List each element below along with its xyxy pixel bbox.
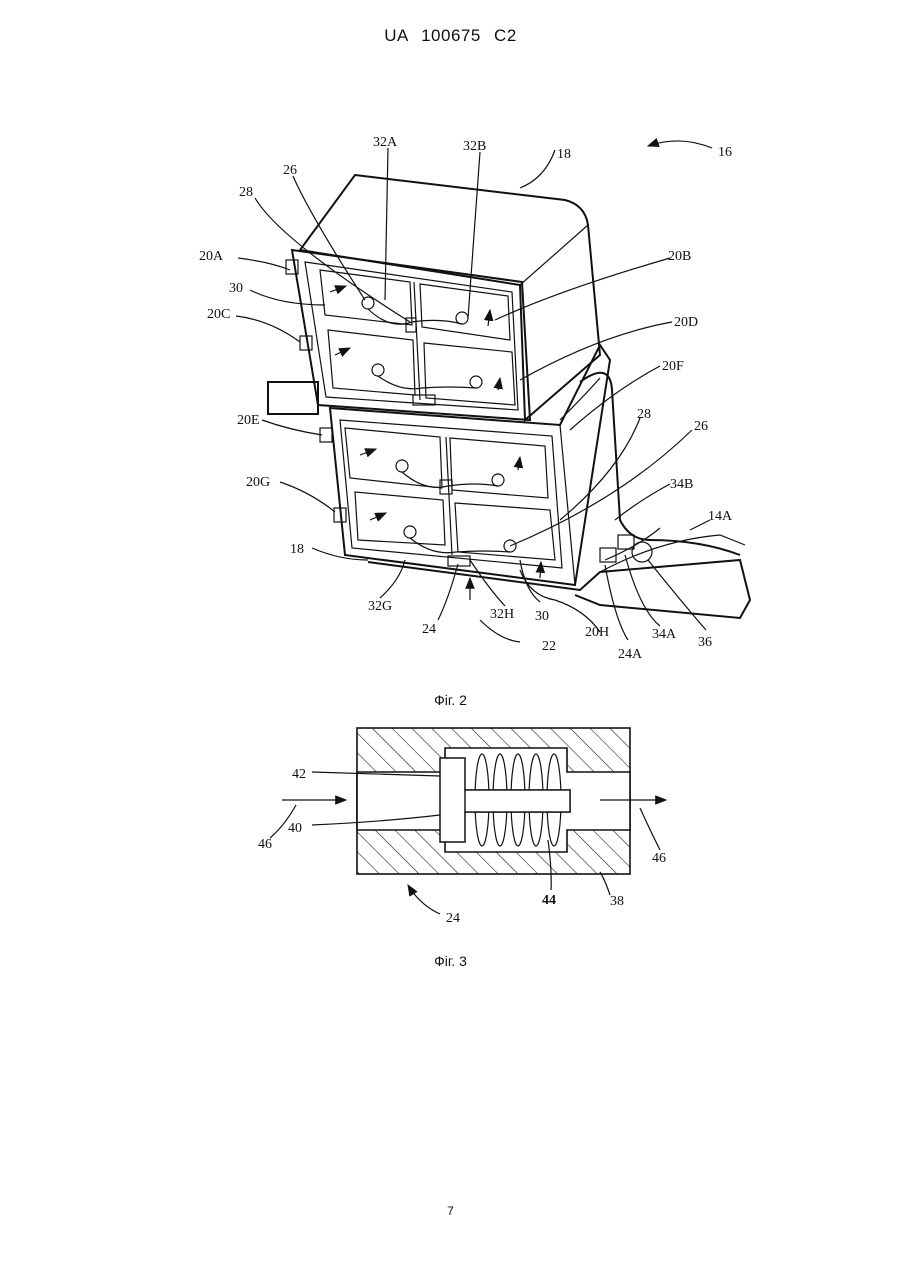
label-20C: 20C bbox=[207, 307, 230, 322]
figure-3-drawing: 42 40 46 46 44 38 24 bbox=[258, 728, 666, 926]
label-32G: 32G bbox=[368, 599, 392, 614]
upper-cover bbox=[300, 175, 600, 420]
label-20E: 20E bbox=[237, 413, 260, 428]
figure-2-drawing: 16 18 32A 32B 26 28 20A 30 20C 20B 20D 2… bbox=[199, 135, 750, 662]
label-16: 16 bbox=[718, 145, 732, 160]
label-34B: 34B bbox=[670, 477, 693, 492]
label-42: 42 bbox=[292, 767, 306, 782]
label-14A: 14A bbox=[708, 509, 733, 524]
label-24-fig3: 24 bbox=[446, 911, 460, 926]
label-34A: 34A bbox=[652, 627, 677, 642]
page-number: 7 bbox=[0, 1204, 901, 1218]
label-28-top: 28 bbox=[239, 185, 253, 200]
label-24-fig2: 24 bbox=[422, 622, 436, 637]
label-30-top: 30 bbox=[229, 281, 243, 296]
label-46-right: 46 bbox=[652, 851, 666, 866]
figure-3-caption: Фіг. 3 bbox=[0, 953, 901, 969]
label-28-right: 28 bbox=[637, 407, 651, 422]
label-20B: 20B bbox=[668, 249, 691, 264]
label-32H: 32H bbox=[490, 607, 514, 622]
label-44: 44 bbox=[542, 893, 556, 908]
label-32A: 32A bbox=[373, 135, 398, 150]
label-40: 40 bbox=[288, 821, 302, 836]
figure-2-caption: Фіг. 2 bbox=[0, 692, 901, 708]
label-32B: 32B bbox=[463, 139, 486, 154]
label-20D: 20D bbox=[674, 315, 698, 330]
label-20F: 20F bbox=[662, 359, 684, 374]
label-46-left: 46 bbox=[258, 837, 272, 852]
label-26-right: 26 bbox=[694, 419, 708, 434]
label-20A: 20A bbox=[199, 249, 224, 264]
label-18-top: 18 bbox=[557, 147, 571, 162]
label-18-bottom: 18 bbox=[290, 542, 304, 557]
label-22: 22 bbox=[542, 639, 556, 654]
label-36: 36 bbox=[698, 635, 712, 650]
label-20H: 20H bbox=[585, 625, 609, 640]
label-20G: 20G bbox=[246, 475, 270, 490]
label-38: 38 bbox=[610, 894, 624, 909]
label-26-top: 26 bbox=[283, 163, 297, 178]
label-24A: 24A bbox=[618, 647, 643, 662]
label-30-bottom: 30 bbox=[535, 609, 549, 624]
